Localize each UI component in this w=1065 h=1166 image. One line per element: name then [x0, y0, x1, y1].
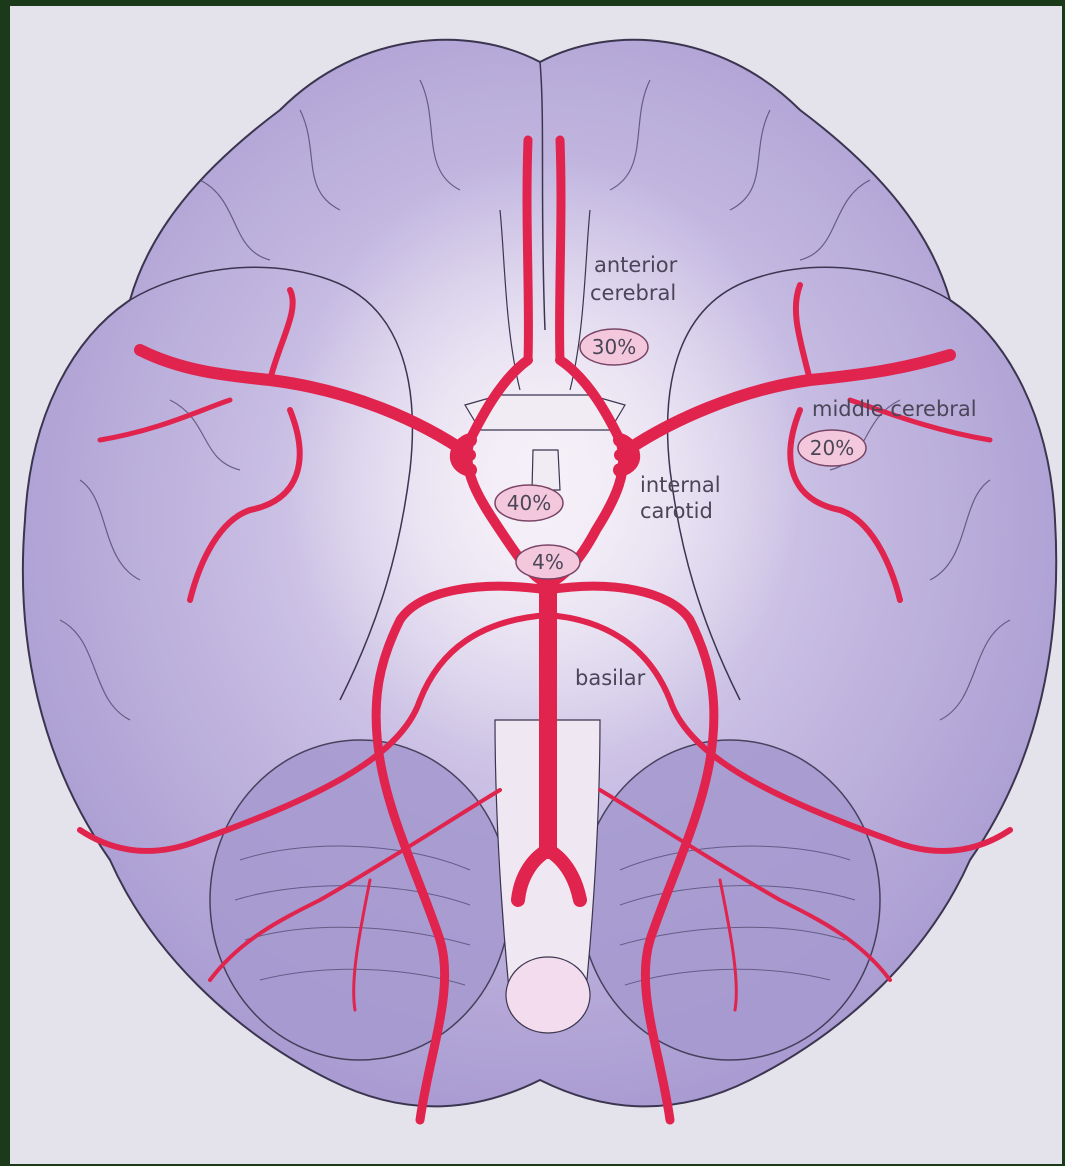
- middle-percentage: 20%: [810, 436, 854, 460]
- internal-percentage: 40%: [507, 491, 551, 515]
- basilar-label: basilar: [575, 666, 646, 690]
- basilar-percentage: 4%: [532, 550, 564, 574]
- internal-label-line2: carotid: [640, 499, 713, 523]
- middle-label: middle cerebral: [812, 397, 977, 421]
- anterior-label-line2: cerebral: [590, 281, 676, 305]
- internal-label-line1: internal: [640, 473, 721, 497]
- anterior-label-line1: anterior: [594, 253, 678, 277]
- anterior-percentage: 30%: [592, 335, 636, 359]
